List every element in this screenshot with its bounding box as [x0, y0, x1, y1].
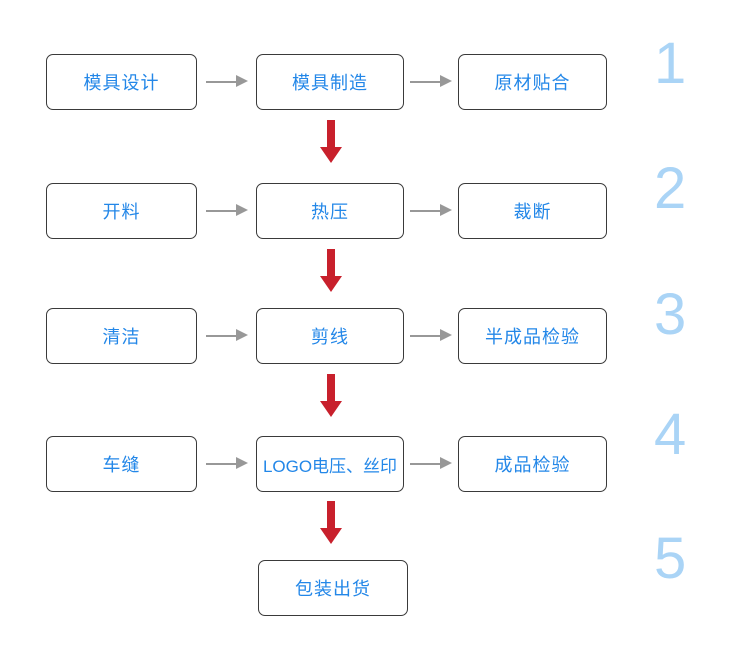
right-arrow-icon [410, 329, 452, 341]
right-arrow-icon [410, 204, 452, 216]
down-arrow-icon [320, 374, 342, 417]
step-label: LOGO电压、丝印 [262, 456, 398, 476]
step-box-mold-making: 模具制造 [256, 54, 404, 110]
step-box-mold-design: 模具设计 [46, 54, 197, 110]
right-arrow-icon [206, 75, 248, 87]
step-box-logo-embossing-silk-print: LOGO电压、丝印 [256, 436, 404, 492]
step-box-finished-inspection: 成品检验 [458, 436, 607, 492]
step-label: 成品检验 [494, 455, 571, 475]
step-box-packing-shipment: 包装出货 [258, 560, 408, 616]
right-arrow-icon [410, 75, 452, 87]
down-arrow-icon [320, 120, 342, 163]
step-label: 原材贴合 [494, 73, 571, 93]
step-label: 热压 [311, 202, 349, 222]
step-box-die-cutting: 裁断 [458, 183, 607, 239]
step-box-material-lamination: 原材贴合 [458, 54, 607, 110]
right-arrow-icon [410, 457, 452, 469]
step-number-4: 4 [654, 402, 687, 467]
step-label: 裁断 [513, 202, 552, 222]
step-number-5: 5 [654, 526, 687, 591]
step-number-2: 2 [654, 156, 687, 221]
step-box-semifinished-inspection: 半成品检验 [458, 308, 607, 364]
step-label: 半成品检验 [485, 327, 580, 347]
step-box-cleaning: 清洁 [46, 308, 197, 364]
step-number-3: 3 [654, 282, 687, 347]
down-arrow-icon [320, 249, 342, 292]
right-arrow-icon [206, 457, 248, 469]
step-box-material-cutting: 开料 [46, 183, 197, 239]
step-number-1: 1 [654, 31, 687, 96]
step-label: 剪线 [311, 327, 349, 347]
step-label: 包装出货 [295, 579, 371, 599]
step-box-sewing: 车缝 [46, 436, 197, 492]
step-label: 清洁 [102, 327, 141, 347]
step-label: 开料 [102, 202, 141, 222]
step-label: 车缝 [102, 455, 141, 475]
step-label: 模具制造 [292, 73, 368, 93]
step-box-hot-pressing: 热压 [256, 183, 404, 239]
step-box-thread-trimming: 剪线 [256, 308, 404, 364]
down-arrow-icon [320, 501, 342, 544]
step-label: 模具设计 [83, 73, 160, 93]
right-arrow-icon [206, 204, 248, 216]
right-arrow-icon [206, 329, 248, 341]
